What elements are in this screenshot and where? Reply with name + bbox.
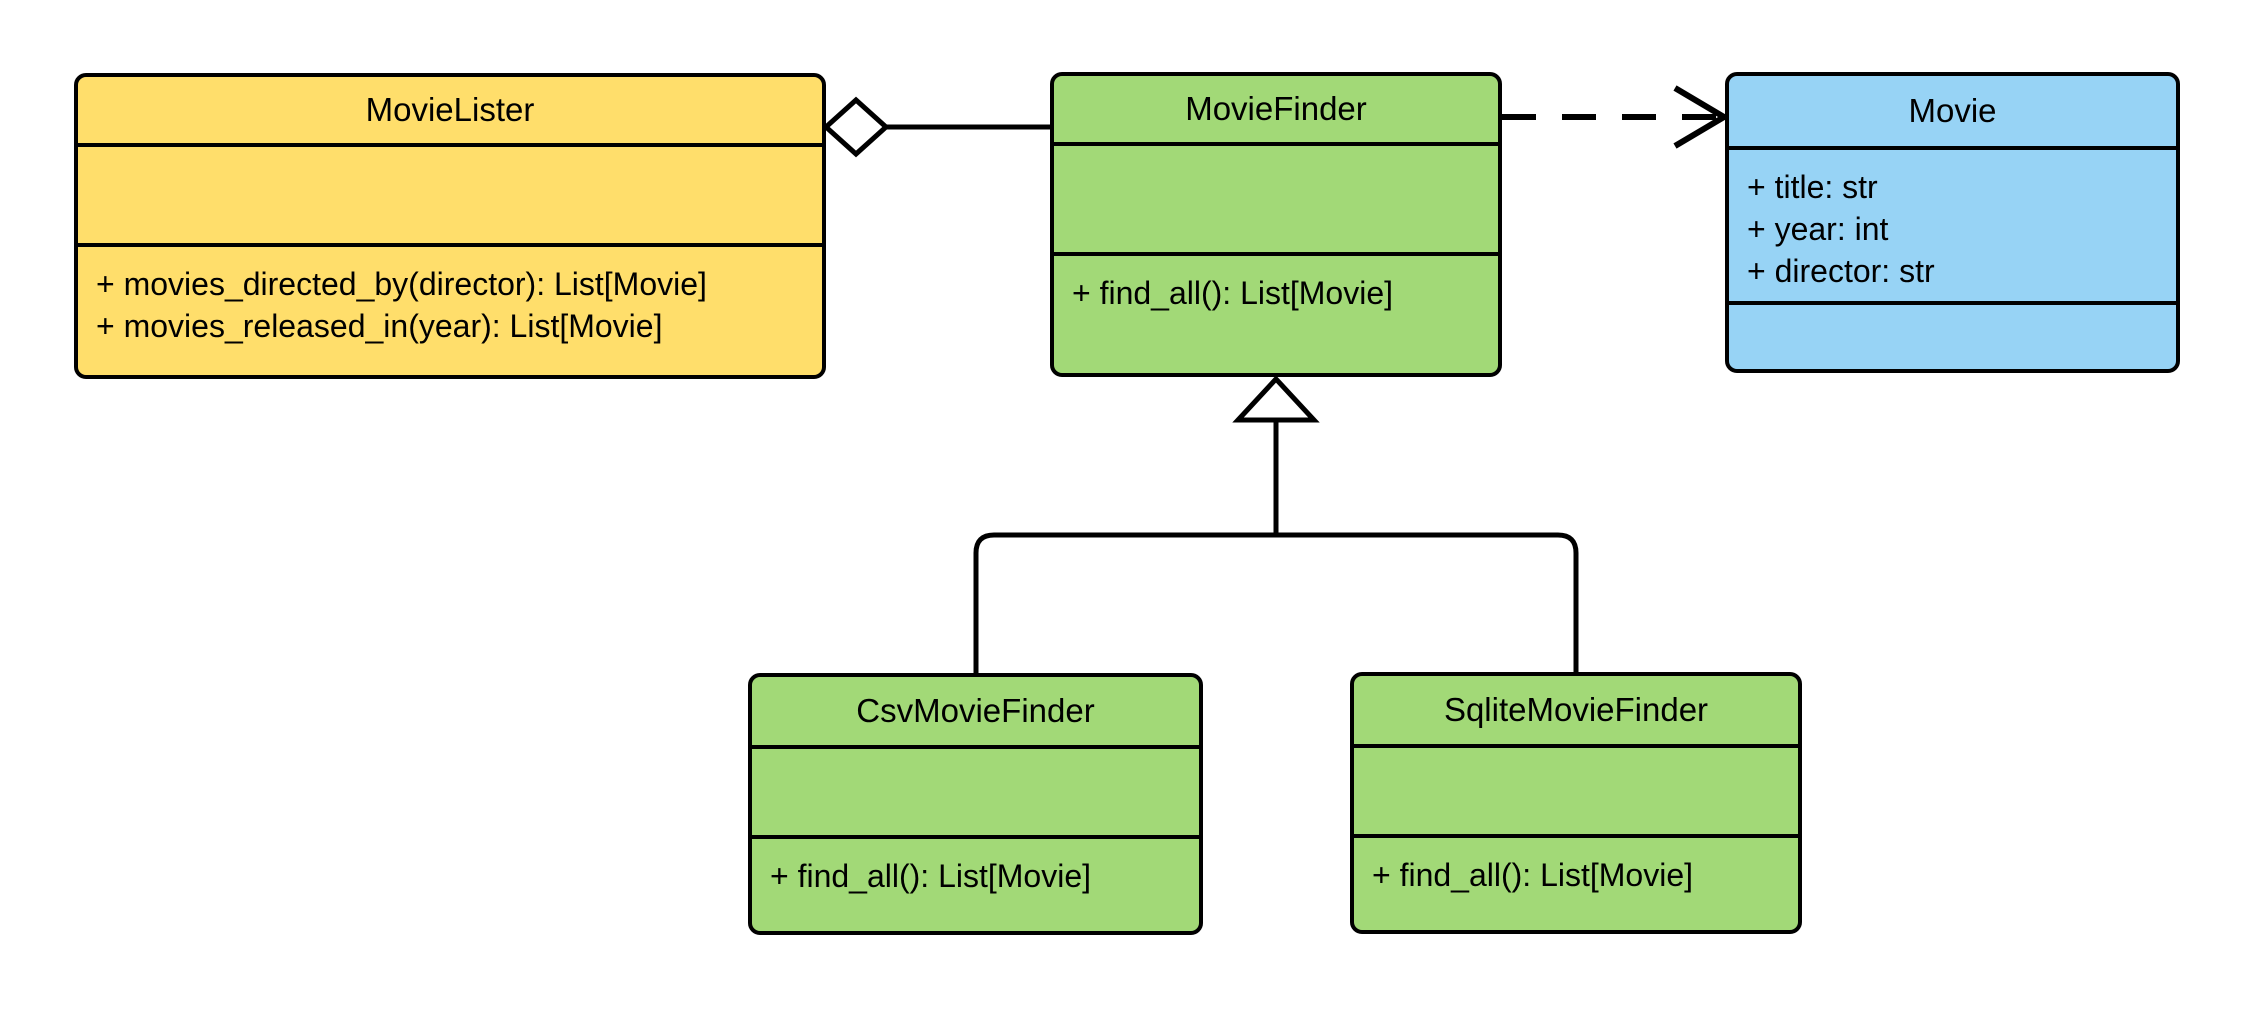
class-box-movie[interactable]: Movie + title: str + year: int + directo… bbox=[1725, 72, 2180, 373]
relationship-aggregation-movielister-moviefinder[interactable] bbox=[822, 96, 1050, 158]
class-title-compartment: MovieLister bbox=[78, 77, 822, 143]
class-title-compartment: CsvMovieFinder bbox=[752, 677, 1199, 745]
operation-line: + movies_released_in(year): List[Movie] bbox=[96, 308, 663, 345]
class-box-moviefinder[interactable]: MovieFinder + find_all(): List[Movie] bbox=[1050, 72, 1502, 377]
operation-line: + movies_directed_by(director): List[Mov… bbox=[96, 266, 707, 302]
class-attributes-compartment bbox=[1354, 744, 1798, 834]
class-attributes-compartment bbox=[78, 143, 822, 243]
class-operations-compartment: + movies_directed_by(director): List[Mov… bbox=[78, 243, 822, 375]
class-operations-compartment bbox=[1729, 301, 2176, 369]
class-box-sqlitemoviefinder[interactable]: SqliteMovieFinder + find_all(): List[Mov… bbox=[1350, 672, 1802, 934]
class-operations-compartment: + find_all(): List[Movie] bbox=[1054, 252, 1498, 373]
generalization-bus-path bbox=[973, 532, 1579, 673]
class-name-moviefinder: MovieFinder bbox=[1185, 90, 1367, 128]
class-name-sqlitemoviefinder: SqliteMovieFinder bbox=[1443, 691, 1709, 729]
class-name-movielister: MovieLister bbox=[365, 91, 535, 129]
class-attributes-compartment bbox=[752, 745, 1199, 835]
class-title-compartment: MovieFinder bbox=[1054, 76, 1498, 142]
operation-line: + find_all(): List[Movie] bbox=[1372, 857, 1694, 893]
hollow-triangle-icon bbox=[1232, 375, 1320, 423]
attribute-line: + director: str bbox=[1747, 253, 1935, 290]
attribute-line: + year: int bbox=[1747, 211, 1889, 248]
operation-line: + find_all(): List[Movie] bbox=[1072, 275, 1394, 311]
class-box-movielister[interactable]: MovieLister + movies_directed_by(directo… bbox=[74, 73, 826, 379]
attribute-line: + title: str bbox=[1747, 169, 1878, 205]
hollow-diamond-icon bbox=[822, 96, 890, 158]
class-attributes-compartment bbox=[1054, 142, 1498, 252]
class-title-compartment: SqliteMovieFinder bbox=[1354, 676, 1798, 744]
class-operations-compartment: + find_all(): List[Movie] bbox=[1354, 834, 1798, 930]
class-name-csvmoviefinder: CsvMovieFinder bbox=[856, 692, 1095, 730]
class-title-compartment: Movie bbox=[1729, 76, 2176, 146]
class-operations-compartment: + find_all(): List[Movie] bbox=[752, 835, 1199, 931]
relationship-dependency-moviefinder-movie[interactable] bbox=[1502, 85, 1730, 149]
relationship-generalization-bus[interactable] bbox=[973, 375, 1579, 673]
operation-line: + find_all(): List[Movie] bbox=[770, 858, 1092, 894]
open-arrow-icon bbox=[1673, 85, 1730, 149]
class-box-csvmoviefinder[interactable]: CsvMovieFinder + find_all(): List[Movie] bbox=[748, 673, 1203, 935]
class-attributes-compartment: + title: str + year: int + director: str bbox=[1729, 146, 2176, 301]
class-name-movie: Movie bbox=[1908, 92, 1997, 130]
